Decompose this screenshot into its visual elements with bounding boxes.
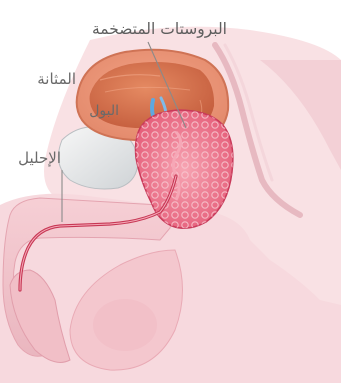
label-urethra: الإحليل [18, 151, 61, 166]
label-enlarged-prostate: البروستات المتضخمة [92, 22, 227, 38]
label-bladder: المثانة [37, 72, 76, 87]
label-urine: البول [89, 104, 119, 118]
